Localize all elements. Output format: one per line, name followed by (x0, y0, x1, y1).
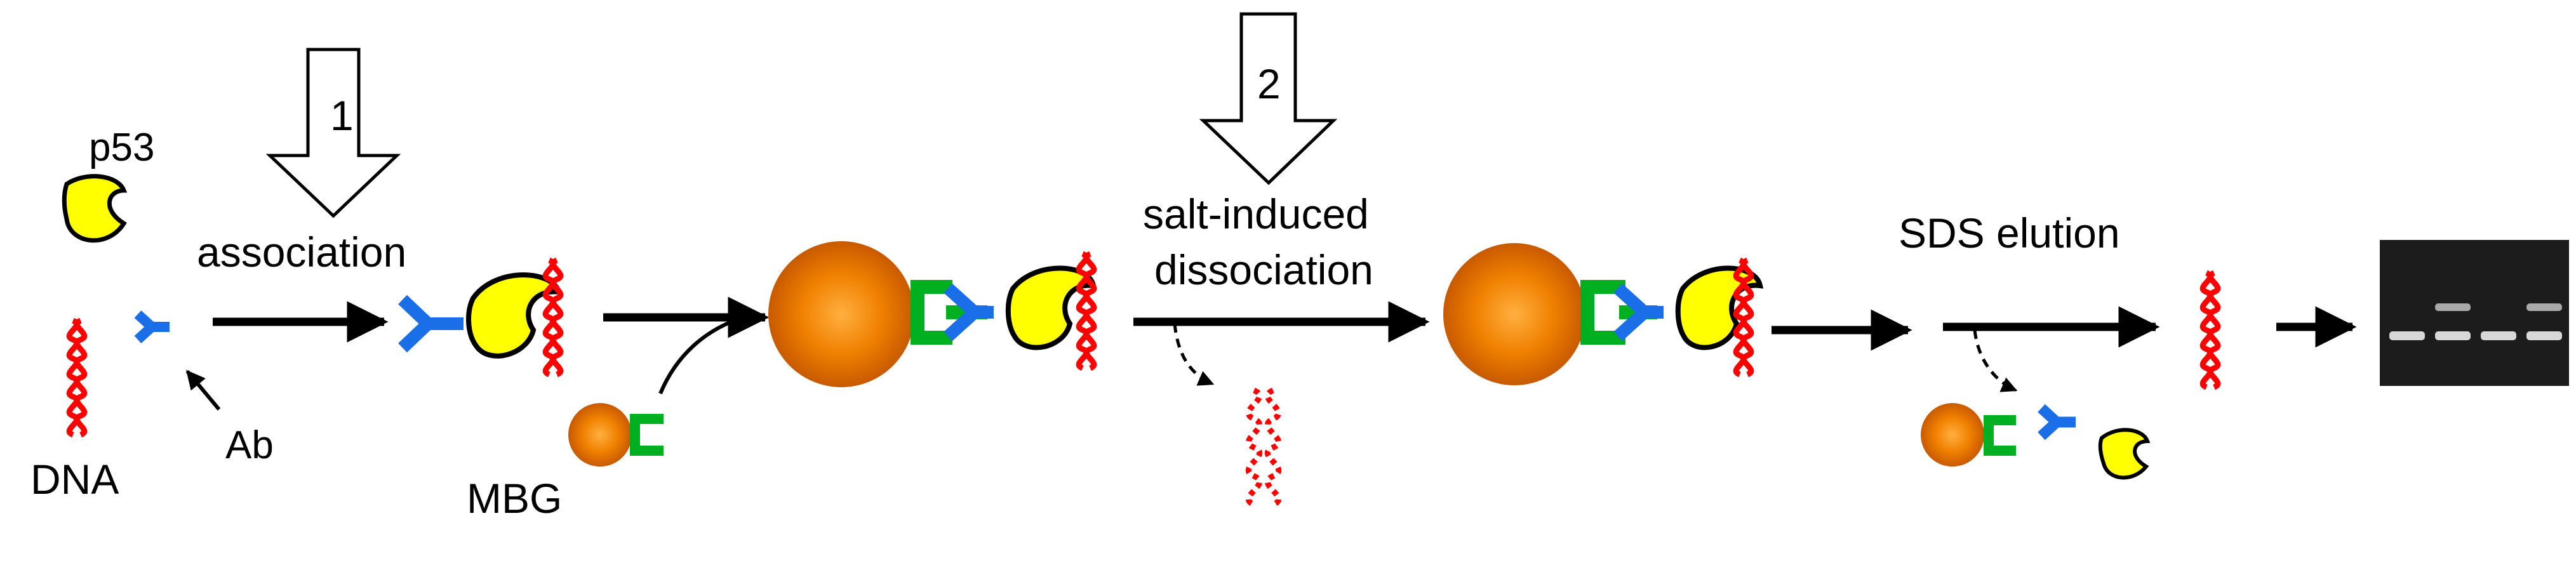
eluted-dna-icon (2203, 273, 2218, 387)
gel-band-lower (2389, 331, 2425, 340)
ab-pointer-arrow (185, 369, 221, 411)
step1-number: 1 (330, 92, 354, 139)
p53-protein-icon (62, 174, 128, 243)
gel-band-lower (2435, 331, 2471, 340)
eluted-p53-icon (2098, 428, 2151, 480)
gel-band-upper (2435, 303, 2471, 311)
step1-hollow-arrow (265, 48, 401, 218)
p53-label: p53 (89, 126, 154, 169)
step2-label-line2: dissociation (1154, 246, 1373, 293)
step1-label: association (197, 229, 406, 275)
eluted-antibody-icon (2038, 404, 2076, 441)
dna-label: DNA (30, 456, 119, 503)
step2-label-line1: salt-induced (1143, 190, 1369, 237)
mbg-merge-curve (658, 315, 744, 395)
elution-byproduct-dashed-arrow (1973, 329, 2018, 392)
ab-label: Ab (225, 423, 274, 467)
mbg-label: MBG (467, 475, 562, 522)
dna-icon (69, 321, 84, 435)
gel-band-upper (2526, 303, 2562, 311)
step2-number: 2 (1257, 60, 1281, 107)
gel-image (2380, 240, 2569, 386)
step2-hollow-arrow (1199, 12, 1338, 185)
antibody-protein-dna-complex (398, 260, 561, 374)
sds-elution-label: SDS elution (1899, 209, 2120, 256)
bead-complex-2 (1443, 243, 1764, 385)
released-dna-dashed-arrow (1173, 323, 1215, 386)
gel-band-lower (2481, 331, 2516, 340)
bead-complex-1 (768, 241, 1094, 387)
eluted-bead-icon (1921, 403, 2016, 467)
mbg-bead-icon (568, 403, 664, 467)
released-dna-fragment-icon (1246, 387, 1281, 508)
antibody-icon (134, 310, 170, 343)
gel-band-lower (2526, 331, 2562, 340)
